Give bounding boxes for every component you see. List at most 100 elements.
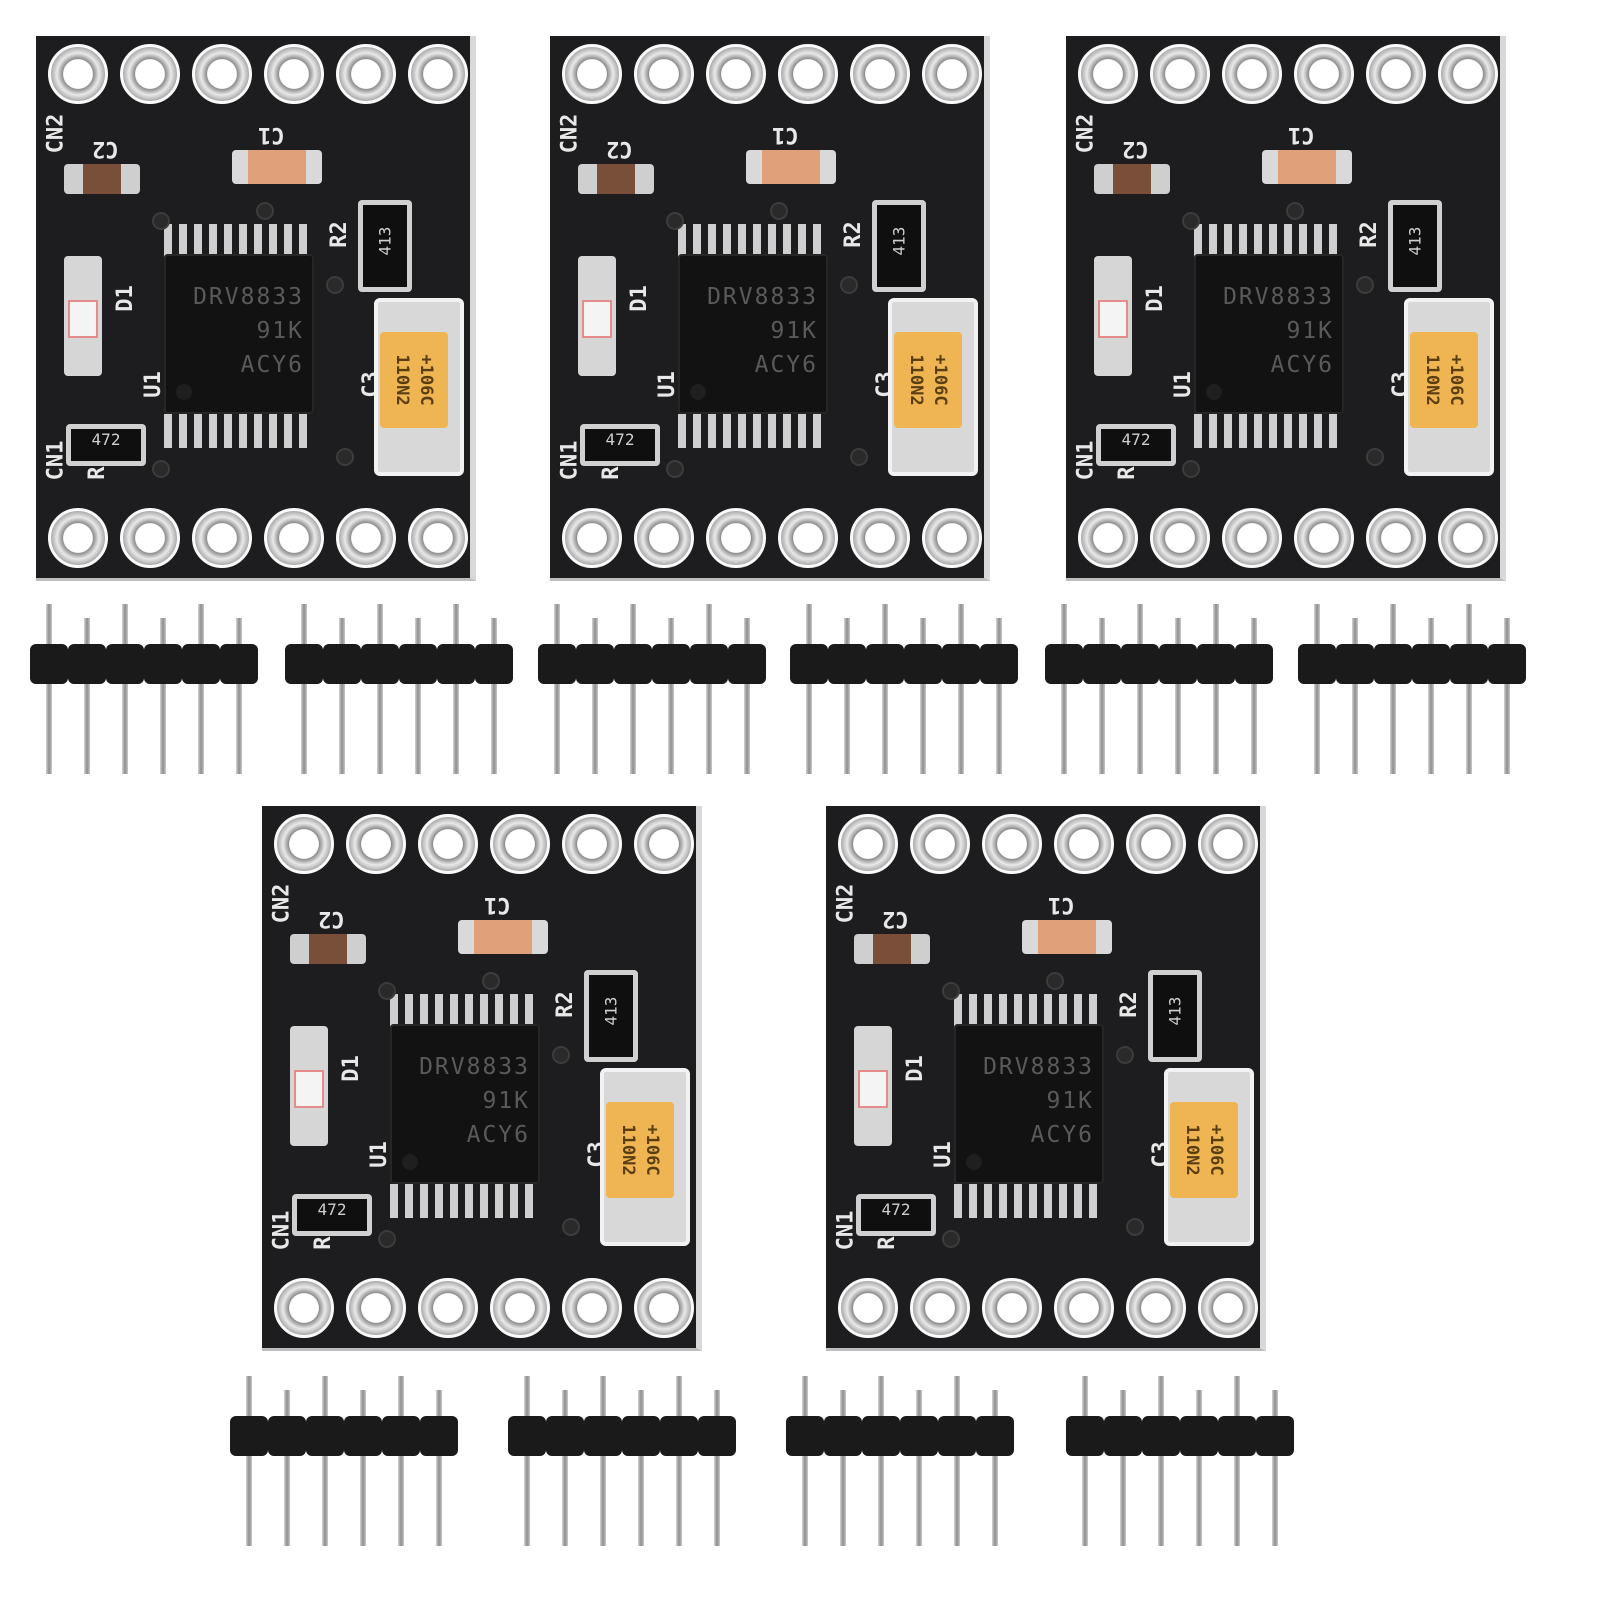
pcb: CN2 C2 C1 R2 D1 U1 C3 CN1 R1 413 472 DRV… bbox=[550, 36, 990, 581]
resistor-r2: 413 bbox=[1388, 200, 1442, 292]
solder-pad bbox=[1150, 44, 1210, 104]
header-plastic bbox=[1197, 644, 1235, 684]
solder-pad bbox=[850, 508, 910, 568]
pin-header-1x6 bbox=[538, 604, 768, 784]
pin1-dot bbox=[690, 384, 706, 400]
label-cn1: CN1 bbox=[557, 440, 583, 481]
header-plastic bbox=[1180, 1416, 1218, 1456]
header-pin bbox=[339, 618, 345, 774]
header-plastic bbox=[790, 644, 828, 684]
via bbox=[770, 202, 788, 220]
solder-pad bbox=[120, 44, 180, 104]
solder-pad bbox=[336, 44, 396, 104]
label-c2: C2 bbox=[92, 136, 119, 161]
via bbox=[378, 1230, 396, 1248]
solder-pad bbox=[1078, 508, 1138, 568]
solder-pad bbox=[120, 508, 180, 568]
chip-marking-1: DRV8833 bbox=[193, 284, 304, 310]
header-plastic bbox=[1450, 644, 1488, 684]
chip-pins-top bbox=[1194, 224, 1344, 258]
capacitor-c2 bbox=[854, 934, 930, 964]
header-plastic bbox=[1142, 1416, 1180, 1456]
header-pin bbox=[198, 604, 204, 774]
header-plastic bbox=[1104, 1416, 1142, 1456]
solder-pad bbox=[346, 1278, 406, 1338]
header-pin bbox=[1158, 1376, 1164, 1546]
header-pin bbox=[878, 1376, 884, 1546]
header-plastic bbox=[475, 644, 513, 684]
label-c2: C2 bbox=[1122, 136, 1149, 161]
label-c1: C1 bbox=[484, 892, 511, 917]
chip-marking-3: ACY6 bbox=[1270, 352, 1334, 378]
pin-header-1x6 bbox=[285, 604, 515, 784]
header-plastic bbox=[361, 644, 399, 684]
header-plastic bbox=[220, 644, 258, 684]
solder-pad bbox=[1054, 1278, 1114, 1338]
header-pin bbox=[46, 604, 52, 774]
solder-pad bbox=[1198, 1278, 1258, 1338]
top-pin-row bbox=[1072, 40, 1500, 110]
header-plastic bbox=[182, 644, 220, 684]
label-u1: U1 bbox=[140, 371, 166, 398]
led-d1 bbox=[582, 300, 612, 338]
header-pin bbox=[398, 1376, 404, 1546]
via bbox=[378, 982, 396, 1000]
header-plastic bbox=[144, 644, 182, 684]
via bbox=[326, 276, 344, 294]
chip-marking-3: ACY6 bbox=[240, 352, 304, 378]
header-plastic bbox=[1066, 1416, 1104, 1456]
pin1-dot bbox=[1206, 384, 1222, 400]
via bbox=[942, 1230, 960, 1248]
label-cn1: CN1 bbox=[833, 1210, 859, 1251]
top-pin-row bbox=[556, 40, 984, 110]
header-plastic bbox=[437, 644, 475, 684]
header-plastic bbox=[980, 644, 1018, 684]
header-plastic bbox=[420, 1416, 458, 1456]
tantalum-capacitor-c3: +106C 110N2 bbox=[606, 1102, 674, 1198]
header-plastic bbox=[824, 1416, 862, 1456]
label-c2: C2 bbox=[882, 906, 909, 931]
drv8833-board: CN2 C2 C1 R2 D1 U1 C3 CN1 R1 413 472 DRV… bbox=[550, 36, 1000, 586]
header-plastic bbox=[230, 1416, 268, 1456]
header-plastic bbox=[1235, 644, 1273, 684]
header-plastic bbox=[976, 1416, 1014, 1456]
resistor-r2: 413 bbox=[584, 970, 638, 1062]
bottom-pin-row bbox=[832, 1274, 1260, 1344]
label-c1: C1 bbox=[772, 122, 799, 147]
chip-marking-3: ACY6 bbox=[754, 352, 818, 378]
header-pin bbox=[992, 1390, 998, 1546]
via bbox=[1116, 1046, 1134, 1064]
header-plastic bbox=[285, 644, 323, 684]
header-pin bbox=[1390, 604, 1396, 774]
via bbox=[1182, 460, 1200, 478]
pcb: CN2 C2 C1 R2 D1 U1 C3 CN1 R1 413 472 DRV… bbox=[1066, 36, 1506, 581]
solder-pad bbox=[48, 44, 108, 104]
solder-pad bbox=[706, 508, 766, 568]
led-d1 bbox=[1098, 300, 1128, 338]
pin1-dot bbox=[402, 1154, 418, 1170]
solder-pad bbox=[192, 44, 252, 104]
solder-pad bbox=[922, 508, 982, 568]
header-plastic bbox=[576, 644, 614, 684]
header-plastic bbox=[584, 1416, 622, 1456]
header-pin bbox=[360, 1390, 366, 1546]
solder-pad bbox=[274, 814, 334, 874]
header-pin bbox=[436, 1390, 442, 1546]
header-plastic bbox=[1218, 1416, 1256, 1456]
solder-pad bbox=[634, 1278, 694, 1338]
solder-pad bbox=[1366, 44, 1426, 104]
resistor-r1: 472 bbox=[1096, 424, 1176, 466]
chip-pins-top bbox=[390, 994, 540, 1028]
solder-pad bbox=[562, 44, 622, 104]
via bbox=[942, 982, 960, 1000]
header-plastic bbox=[1488, 644, 1526, 684]
pcb: CN2 C2 C1 R2 D1 U1 C3 CN1 R1 413 472 DRV… bbox=[262, 806, 702, 1351]
pin-header-1x6 bbox=[1298, 604, 1528, 784]
bottom-pin-row bbox=[1072, 504, 1500, 574]
chip-pins-top bbox=[678, 224, 828, 258]
pin-header-1x6 bbox=[230, 1376, 460, 1556]
top-pin-row bbox=[42, 40, 470, 110]
drv8833-board: CN2 C2 C1 R2 D1 U1 C3 CN1 R1 413 472 DRV… bbox=[1066, 36, 1516, 586]
solder-pad bbox=[634, 44, 694, 104]
label-cn2: CN2 bbox=[269, 883, 295, 924]
